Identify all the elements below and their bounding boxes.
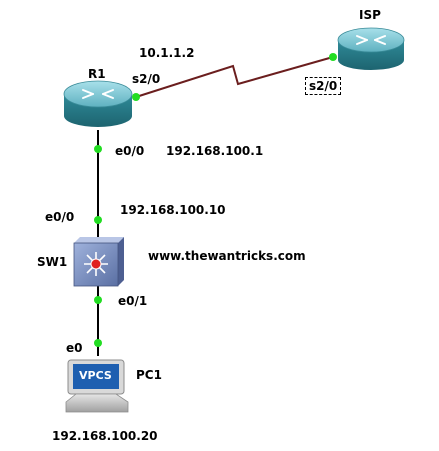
- sw1-e0-1-interface-label: e0/1: [118, 294, 148, 308]
- sw1-ip-label: 192.168.100.10: [120, 203, 226, 217]
- isp-router-icon[interactable]: [337, 27, 405, 70]
- link-status-dot-r1-e0-0: [94, 145, 102, 153]
- sw1-switch-icon[interactable]: [73, 237, 124, 287]
- link-status-dot-isp-s2-0: [329, 53, 337, 61]
- isp-s2-0-interface-label: s2/0: [305, 77, 342, 95]
- pc1-device-label: PC1: [136, 368, 162, 382]
- isp-device-label: ISP: [359, 8, 381, 22]
- pc1-screen-text: VPCS: [79, 369, 112, 382]
- serial-link-r1-isp[interactable]: [135, 56, 334, 98]
- link-status-dot-r1-s2-0: [132, 93, 140, 101]
- link-status-dot-sw1-e0-0: [94, 216, 102, 224]
- r1-device-label: R1: [88, 67, 106, 81]
- r1-router-icon[interactable]: [63, 80, 133, 127]
- r1-lan-ip-label: 192.168.100.1: [166, 144, 264, 158]
- link-status-dot-pc1-e0: [94, 339, 102, 347]
- sw1-e0-0-interface-label: e0/0: [45, 210, 75, 224]
- r1-s2-0-interface-label: s2/0: [132, 72, 161, 86]
- link-status-dot-sw1-e0-1: [94, 296, 102, 304]
- watermark-url: www.thewantricks.com: [148, 249, 306, 263]
- pc1-e0-interface-label: e0: [66, 341, 83, 355]
- pc1-computer-icon[interactable]: [65, 359, 129, 413]
- sw1-device-label: SW1: [37, 255, 68, 269]
- pc1-ip-label: 192.168.100.20: [52, 429, 158, 443]
- r1-e0-0-interface-label: e0/0: [115, 144, 145, 158]
- r1-serial-ip-label: 10.1.1.2: [139, 46, 195, 60]
